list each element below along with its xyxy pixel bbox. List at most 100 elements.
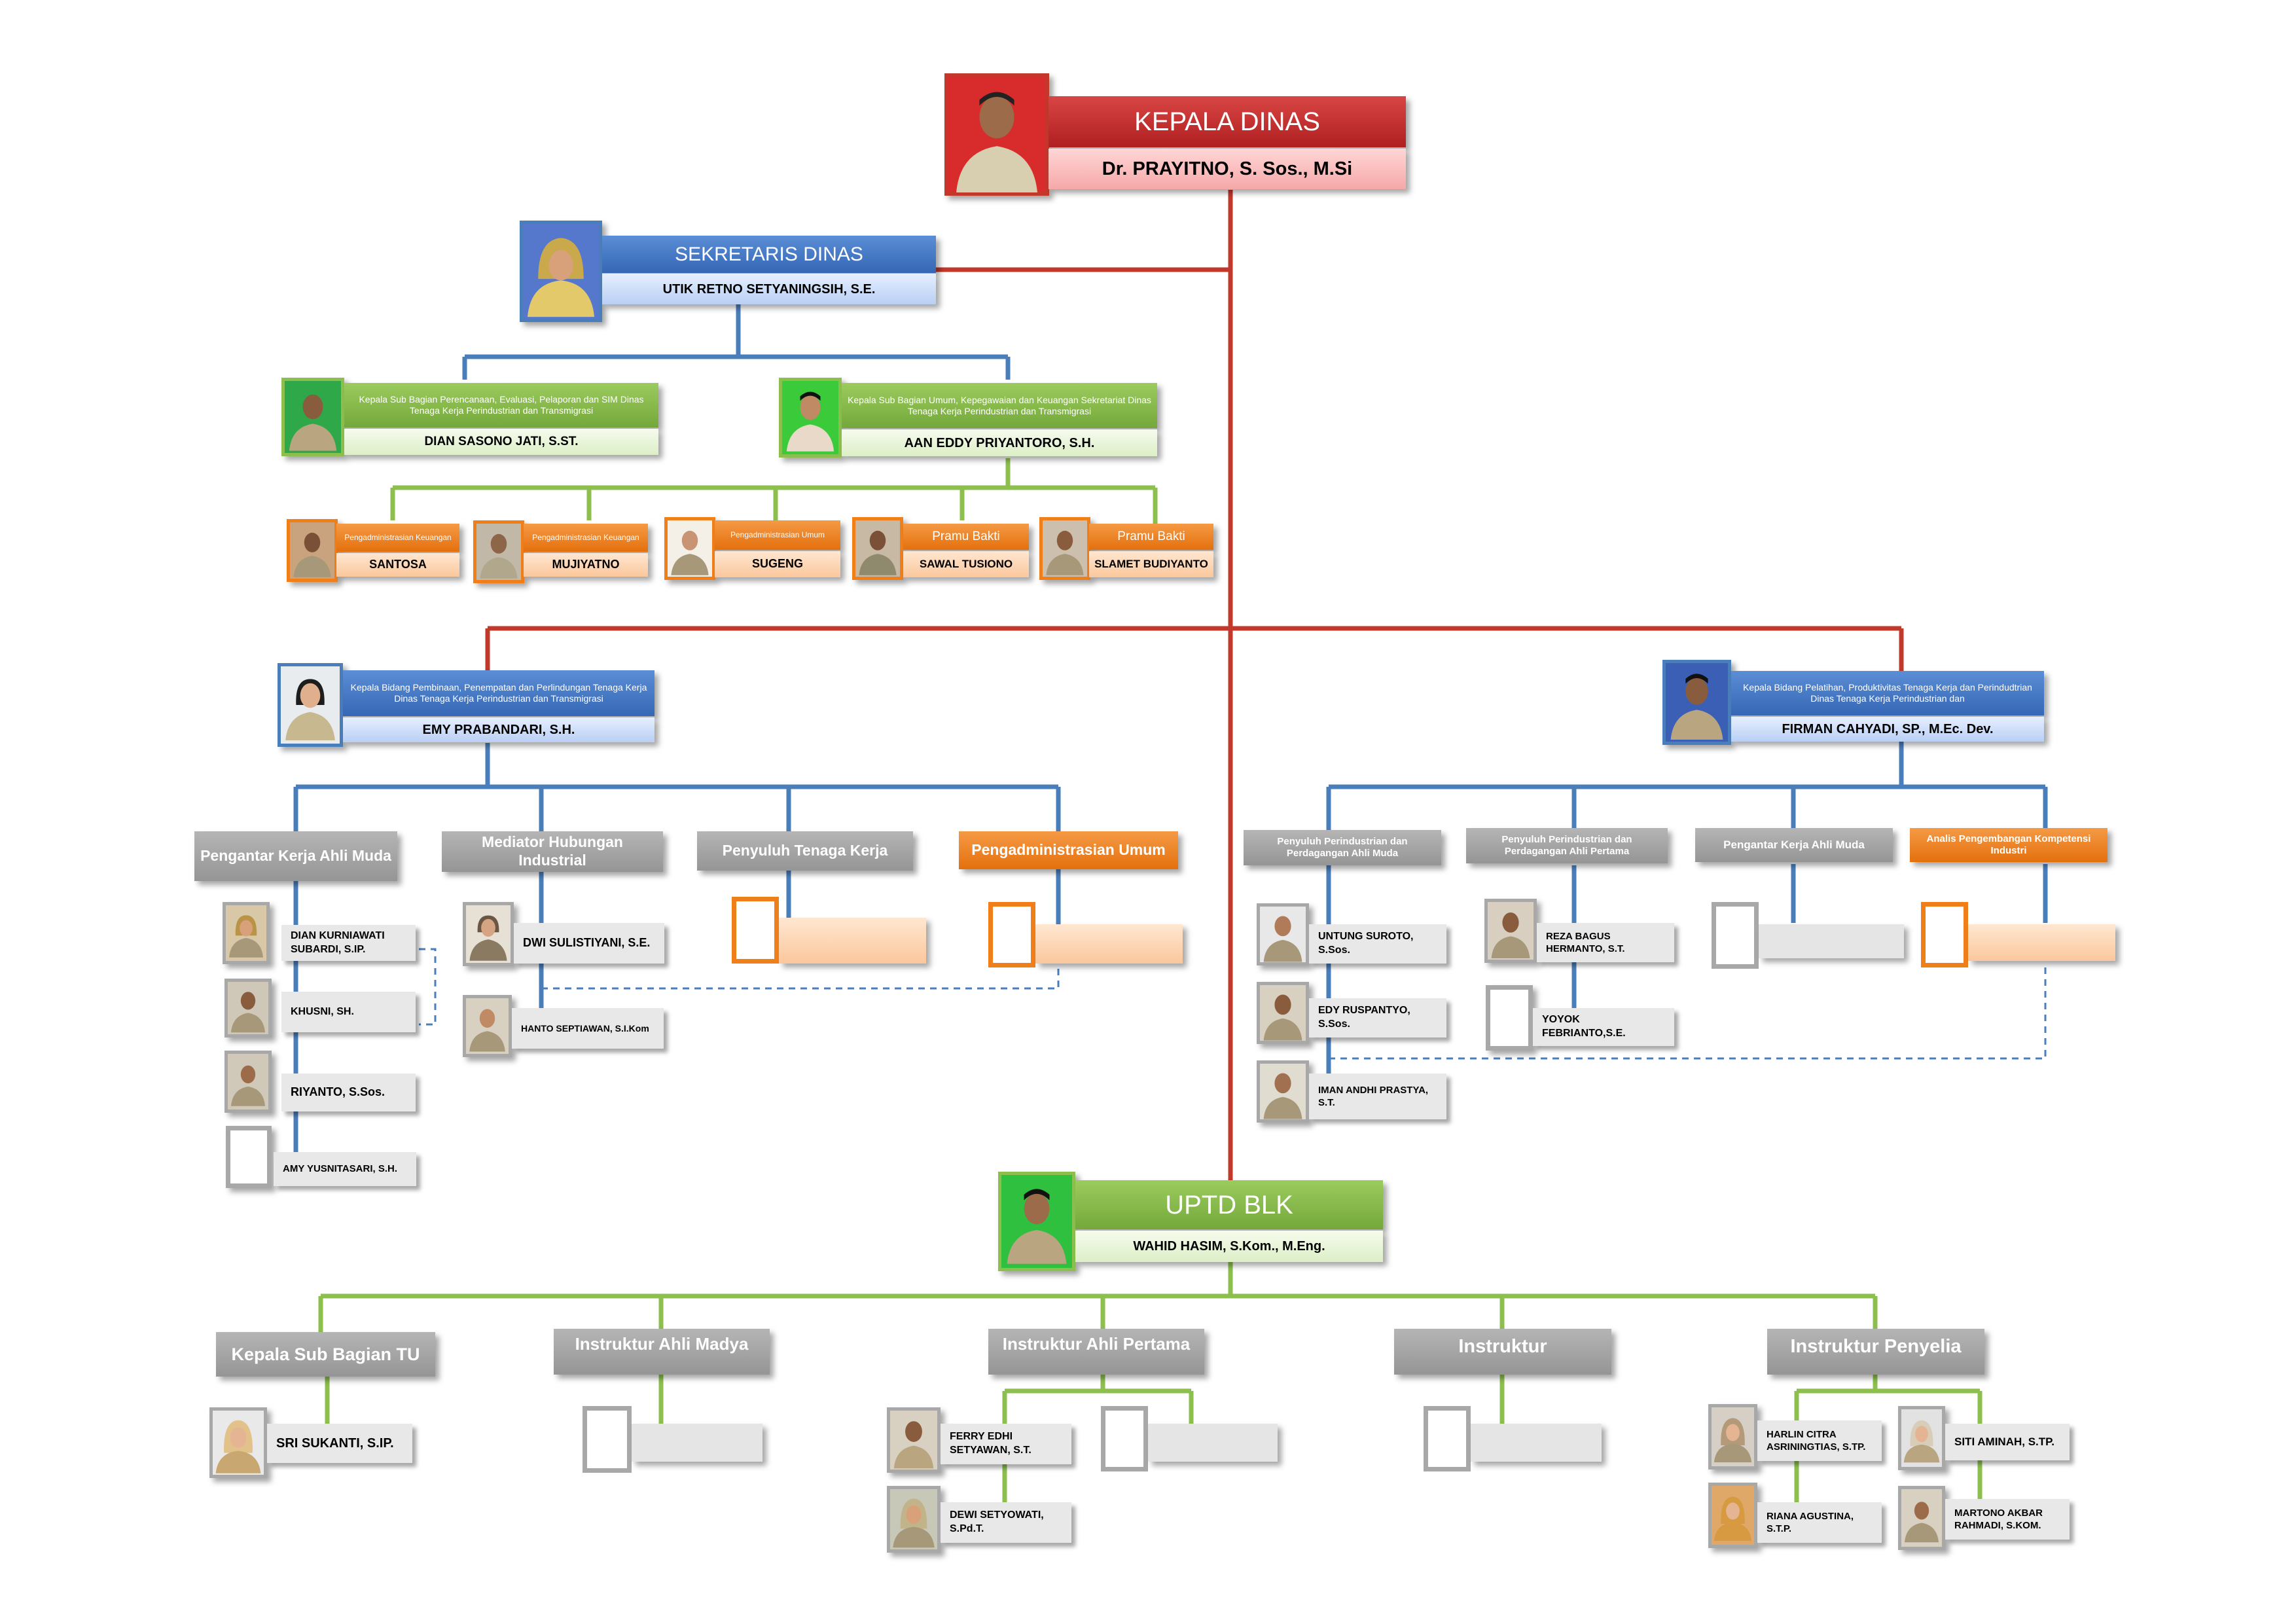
empty-name-box [632, 1424, 762, 1462]
person-icon [1007, 1189, 1067, 1264]
member-name-riyanto: RIYANTO, S.Sos. [281, 1074, 416, 1111]
bidang-pembinaan-title: Kepala Bidang Pembinaan, Penempatan dan … [343, 670, 655, 716]
bidang-pembinaan-name: EMY PRABANDARI, S.H. [343, 717, 655, 742]
person-icon [893, 1498, 935, 1548]
member-name-khusni: KHUSNI, SH. [281, 992, 416, 1032]
staff-photo-2 [473, 520, 524, 583]
uptd-photo [998, 1172, 1075, 1271]
staff-name-2: MUJIYATNO [524, 553, 648, 577]
member-photo [463, 995, 512, 1057]
person-icon [527, 238, 595, 317]
member-photo [1257, 903, 1309, 965]
empty-photo-frame [1712, 902, 1759, 969]
member-photo [1898, 1406, 1945, 1470]
empty-name-box [1148, 1424, 1278, 1462]
staff-title-2: Pengadministrasian Keuangan [524, 524, 648, 552]
member-name-dian-kurniawati: DIAN KURNIAWATI SUBARDI, S.IP. [281, 925, 416, 961]
person-icon [1491, 912, 1530, 958]
staff-title-1: Pengadministrasian Keuangan [336, 524, 459, 552]
person-icon [228, 915, 264, 958]
person-icon [230, 992, 266, 1033]
person-icon [671, 530, 709, 575]
member-photo [1484, 899, 1537, 963]
bidang-pelatihan-title: Kepala Bidang Pelatihan, Produktivitas T… [1731, 671, 2044, 715]
group-penyuluh-tenaga-kerja: Penyuluh Tenaga Kerja [697, 831, 913, 871]
person-icon [1263, 1073, 1302, 1119]
member-photo [224, 979, 272, 1038]
person-icon [1670, 674, 1723, 740]
staff-name-1: SANTOSA [336, 553, 459, 577]
green-connectors [318, 458, 1982, 1532]
person-icon [786, 391, 834, 452]
sekretaris-photo [520, 221, 602, 322]
kasubag-perencanaan-name: DIAN SASONO JATI, S.ST. [344, 429, 658, 455]
member-name-sri-sukanti: SRI SUKANTI, S.IP. [267, 1424, 412, 1463]
kasubag-perencanaan-title: Kepala Sub Bagian Perencanaan, Evaluasi,… [344, 383, 658, 427]
staff-name-4: SAWAL TUSIONO [903, 551, 1029, 577]
member-name-dwi-sulistiyani: DWI SULISTIYANI, S.E. [514, 923, 664, 964]
kasubag-umum-title: Kepala Sub Bagian Umum, Kepegawaian dan … [842, 383, 1157, 428]
group-mediator: Mediator Hubungan Industrial [442, 831, 663, 872]
member-name-iman-andhi-prastya: IMAN ANDHI PRASTYA, S.T. [1309, 1074, 1446, 1119]
empty-name-box [1471, 1424, 1602, 1462]
member-name-siti-aminah: SITI AMINAH, S.TP. [1945, 1424, 2070, 1460]
empty-name-box [1035, 924, 1183, 964]
person-icon [1713, 1418, 1752, 1462]
kepala-title: KEPALA DINAS [1049, 96, 1406, 147]
kasubag-umum-photo [779, 378, 842, 458]
blue-connectors [293, 302, 2048, 1175]
member-name-edy-ruspantyo: EDY RUSPANTYO, S.Sos. [1309, 998, 1446, 1038]
member-name-riana-agustina: RIANA AGUSTINA, S.T.P. [1757, 1502, 1882, 1543]
person-icon [1263, 916, 1302, 962]
person-icon [893, 1421, 934, 1469]
bidang-pembinaan-photo [278, 663, 343, 747]
group-analis-pengembangan: Analis Pengembangan Kompetensi Industri [1910, 828, 2108, 862]
empty-name-box [779, 918, 926, 964]
kasubag-umum-name: AAN EDDY PRIYANTORO, S.H. [842, 429, 1157, 456]
member-name-hanto-septiawan: HANTO SEPTIAWAN, S.I.Kom [512, 1008, 664, 1049]
uptd-name: WAHID HASIM, S.Kom., M.Eng. [1075, 1231, 1383, 1262]
member-name-martono-akbar: MARTONO AKBAR RAHMADI, S.KOM. [1945, 1499, 2070, 1540]
person-icon [469, 1009, 505, 1052]
person-icon [230, 1065, 266, 1106]
kepala-photo [944, 73, 1049, 196]
staff-title-3: Pengadministrasian Umum [715, 520, 840, 550]
member-photo [1257, 982, 1309, 1044]
empty-photo-frame [1101, 1406, 1148, 1471]
empty-photo-frame [583, 1406, 632, 1473]
person-icon [289, 394, 337, 451]
bidang-pelatihan-name: FIRMAN CAHYADI, SP., M.Ec. Dev. [1731, 717, 2044, 742]
staff-photo-3 [664, 517, 715, 580]
group-pengantar-kerja-left: Pengantar Kerja Ahli Muda [194, 831, 397, 881]
group-pengadministrasian-umum: Pengadministrasian Umum [959, 831, 1178, 869]
member-name-ferry-edhi-setyawan: FERRY EDHI SETYAWAN, S.T. [941, 1424, 1071, 1464]
staff-name-5: SLAMET BUDIYANTO [1089, 551, 1213, 577]
person-icon [293, 532, 331, 577]
empty-photo-frame [732, 897, 779, 964]
person-icon [1263, 994, 1302, 1041]
staff-title-5: Pramu Bakti [1089, 524, 1213, 550]
person-icon [469, 915, 507, 961]
empty-photo-frame [1921, 902, 1968, 967]
person-icon [215, 1420, 261, 1473]
group-penyuluh-ahli-muda: Penyuluh Perindustrian dan Perdagangan A… [1244, 830, 1441, 865]
group-instruktur-ahli-madya: Instruktur Ahli Madya [554, 1329, 770, 1375]
staff-photo-4 [852, 517, 903, 580]
kasubag-perencanaan-photo [281, 378, 344, 456]
empty-photo-frame [1486, 985, 1533, 1051]
group-instruktur-ahli-pertama: Instruktur Ahli Pertama [988, 1329, 1204, 1375]
member-photo [224, 1051, 272, 1113]
member-name-harlin-citra: HARLIN CITRA ASRININGTIAS, S.TP. [1757, 1420, 1882, 1461]
person-icon [956, 92, 1037, 192]
group-kasubag-tu: Kepala Sub Bagian TU [216, 1332, 435, 1377]
person-icon [1904, 1502, 1939, 1543]
group-pengantar-kerja-right: Pengantar Kerja Ahli Muda [1695, 828, 1893, 862]
person-icon [1046, 530, 1084, 575]
person-icon [285, 679, 335, 740]
empty-name-box [1968, 924, 2115, 961]
member-photo [1257, 1060, 1309, 1123]
person-icon [1713, 1496, 1752, 1541]
member-photo [1898, 1486, 1945, 1550]
staff-photo-1 [287, 519, 338, 582]
